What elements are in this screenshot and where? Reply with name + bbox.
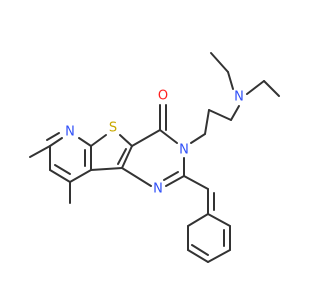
bond-methyl-c7 [29,145,51,158]
bond-chain-3 [230,105,240,121]
bond-ph-4 [187,249,209,263]
bond-ethyl-b2 [263,80,280,97]
bond-ph-4-double [191,244,209,256]
bond-ph-2 [187,213,209,227]
bond-thio-c4a [90,167,123,171]
bond-c4-n3 [159,129,178,144]
bond-c7-n8-double [46,132,60,141]
atom-s-thiophene: S [109,121,117,136]
bond-n1-c [121,167,152,187]
atom-labels: N S O N N N [65,89,244,197]
bond-c6-c5 [49,169,71,183]
bond-s-c [119,134,133,147]
bond-thio-double [117,148,127,165]
bonds [29,52,280,263]
bond-n-ethyl-a1 [227,71,234,90]
bond-n3-ch2 [190,133,206,144]
atom-n-diethylamino: N [234,90,244,105]
bond-n-ethyl-b1 [246,80,265,95]
bond-c2-n1-double [163,171,179,181]
bond-ethyl-a2 [210,52,229,73]
bond-c5-c4a [69,169,92,183]
atom-n-pyrimidine-3: N [179,143,189,158]
molecule-structure: N S O N N N [29,52,280,263]
bond-c7-n8 [49,137,63,147]
bond-c2-n1 [165,175,185,187]
bond-c2-phenyl [183,175,209,190]
atom-n-pyrimidine-1: N [153,182,163,197]
bond-c-c4 [131,129,161,147]
bond-c8a-s [90,134,107,147]
atom-o-carbonyl: O [158,89,168,104]
bond-chain-1 [204,109,210,135]
atom-n-pyridine: N [65,125,75,140]
bond-n8-c8a [78,137,92,147]
bond-ph-5 [207,249,231,263]
bond-thio-c-c [121,145,133,169]
bond-c6-c5-double [54,164,71,175]
bond-ph-7 [207,213,231,227]
bond-chain-2 [208,109,232,121]
